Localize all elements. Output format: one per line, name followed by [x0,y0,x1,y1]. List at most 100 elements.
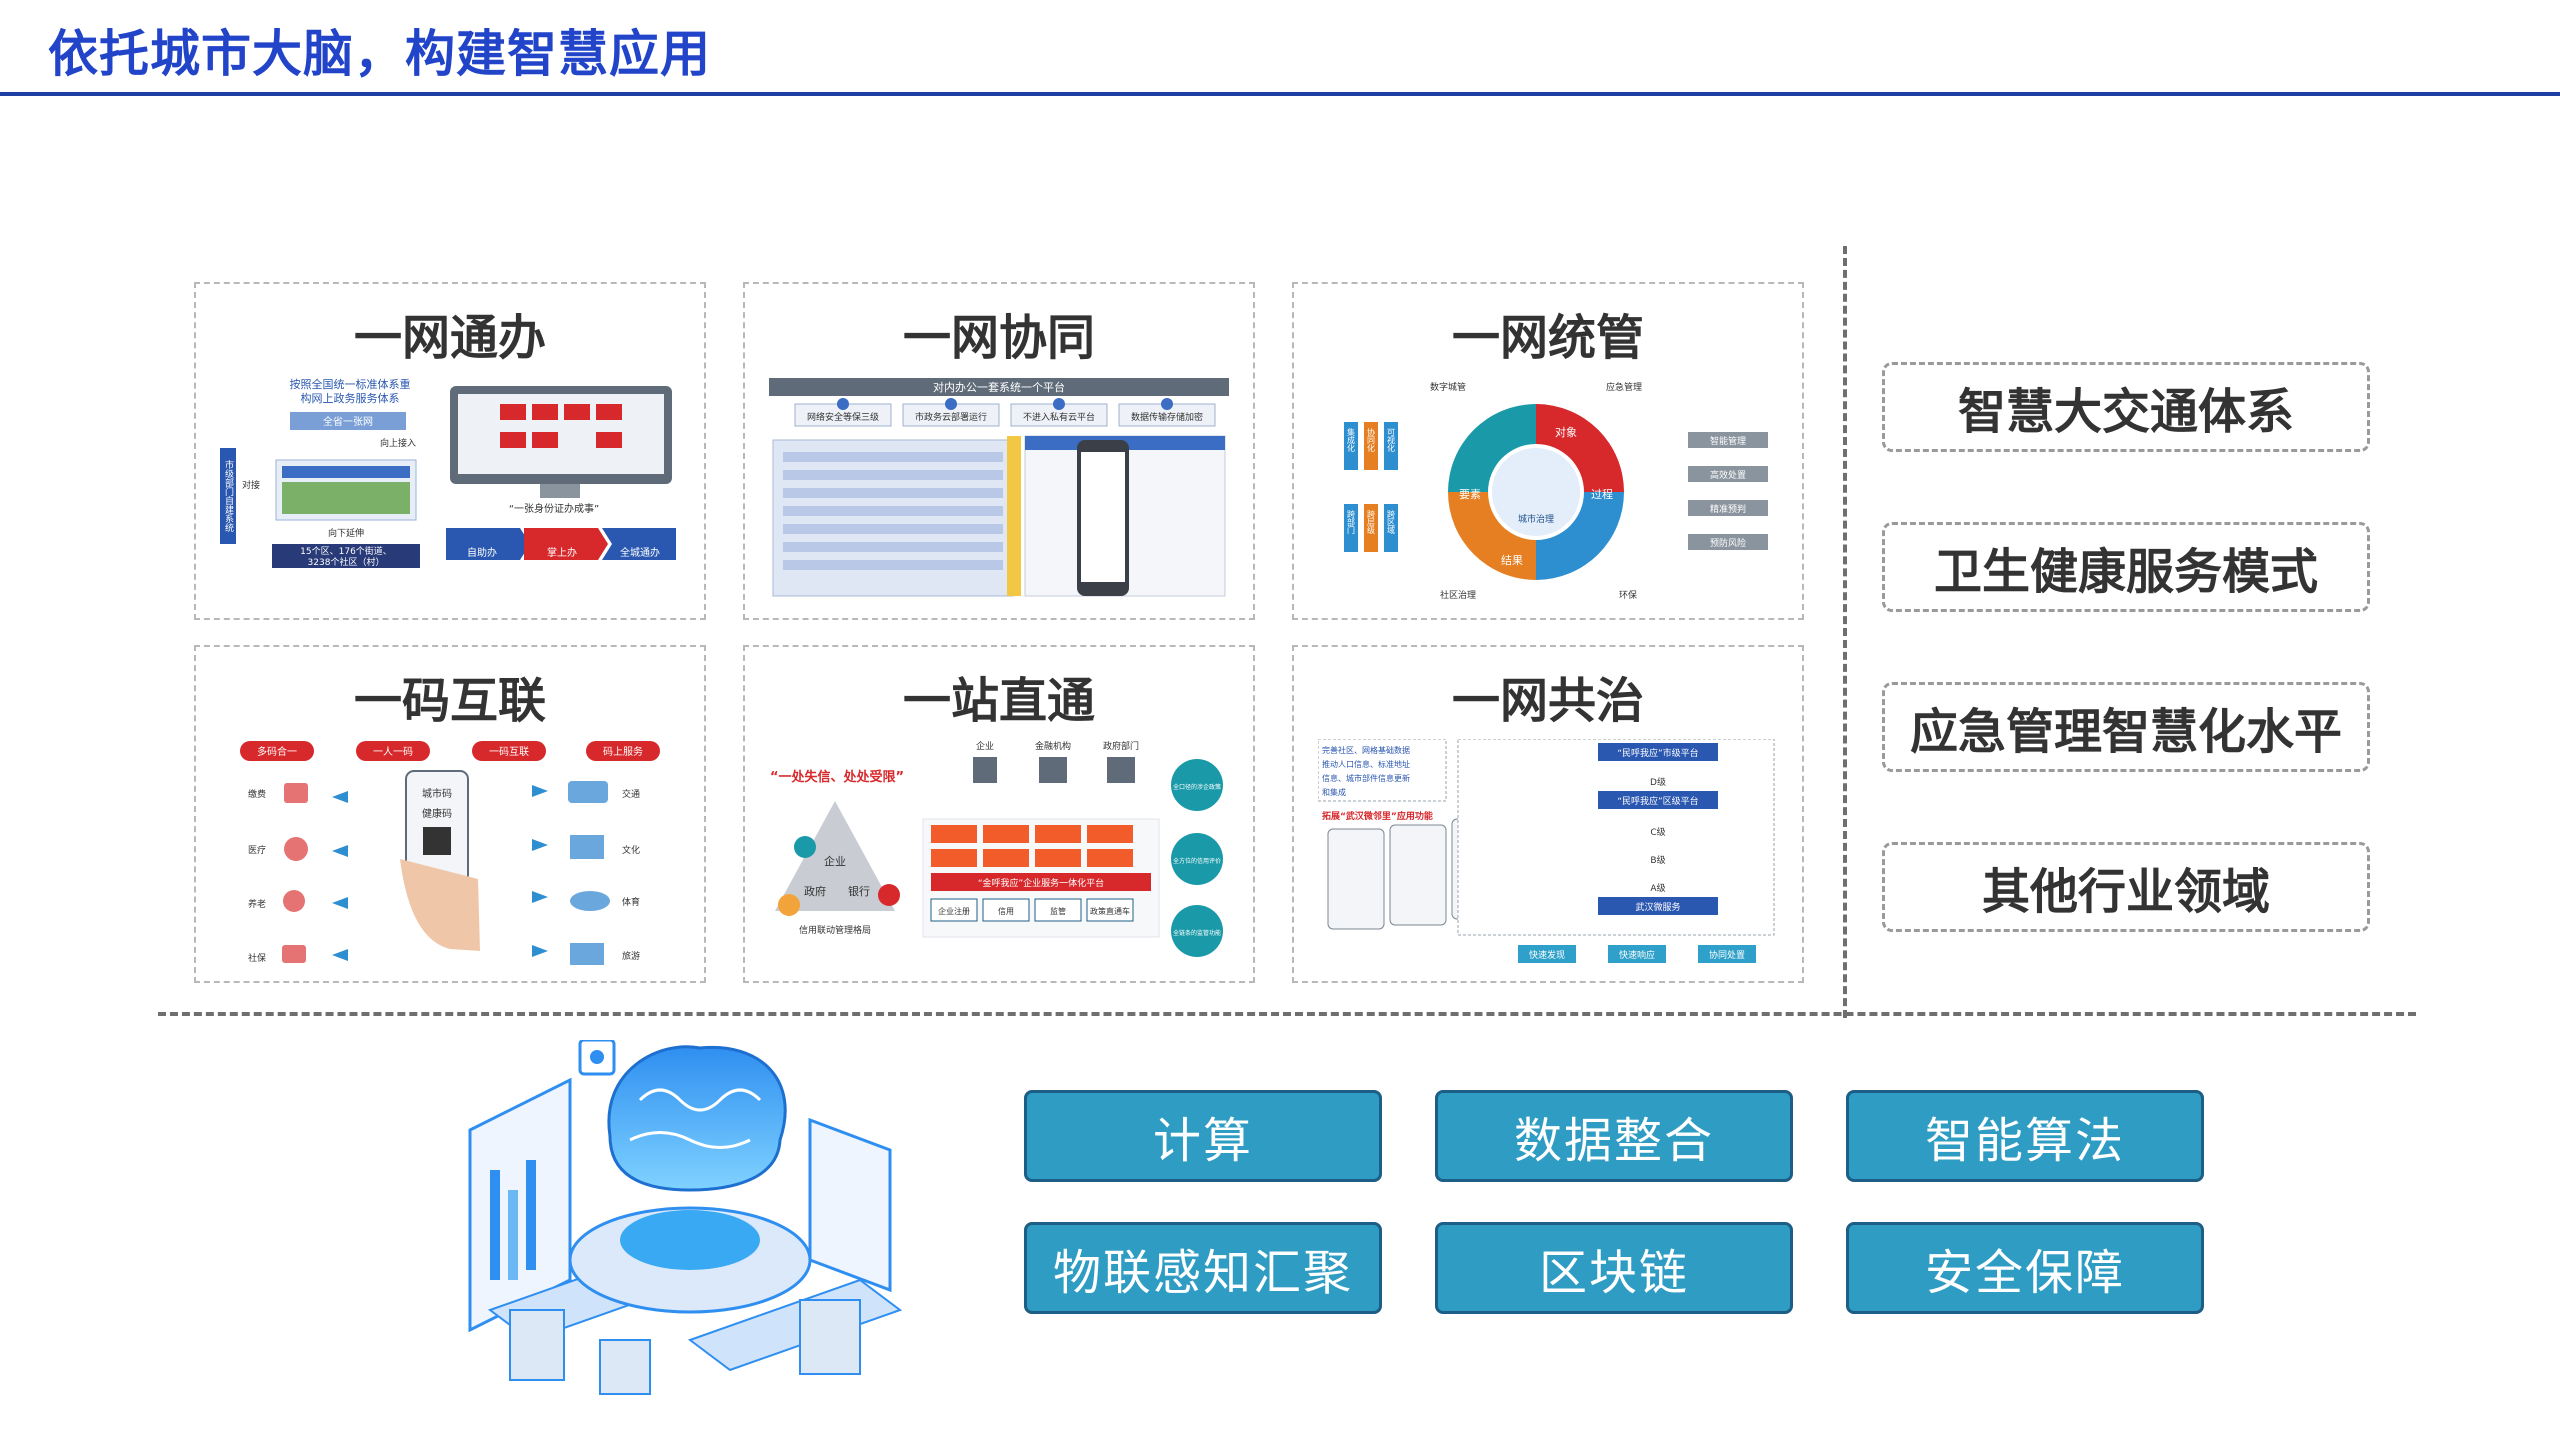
right-item-emergency: 应急管理智慧化水平 [1882,682,2370,772]
smart-management-label: 智能管理 [1710,435,1746,447]
panel-one-network-governance: 一网统管 数字城管 应急管理 社区治理 环保 集成化 协同化 可视化 跨部门 跨… [1292,282,1804,620]
panel-title: 一网统管 [1451,310,1644,366]
horizontal-divider [158,1012,2416,1016]
panel-one-network-collaboration: 一网协同 对内办公一套系统一个平台 网络安全等保三级 市政务云部署运行 不进入私… [743,282,1255,620]
precise-forecast-label: 精准预判 [1710,503,1746,515]
panel-title: 一站直通 [902,673,1095,729]
triangle-bank: 银行 [848,884,870,898]
tech-button-computing[interactable]: 计算 [1024,1090,1382,1182]
no-private-cloud-label: 不进入私有云平台 [1023,411,1095,423]
cross-department-label: 跨部门 [1347,510,1356,535]
one-network-collaboration-illustration: 对内办公一套系统一个平台 网络安全等保三级 市政务云部署运行 不进入私有云平台 … [769,378,1229,597]
province-network-label: 全省一张网 [323,415,373,428]
object-segment-label: 对象 [1555,425,1577,439]
security-level-label: 网络安全等保三级 [807,411,879,423]
one-network-cogovernance-illustration: 完善社区、网格基础数据 推动人口信息、标准地址 信息、城市部件信息更新 和集成 … [1318,739,1775,963]
level-c: C级 [1650,826,1665,838]
data-note-4: 和集成 [1322,787,1346,797]
tourism-label: 旅游 [622,950,640,962]
district-count-label: 15个区、176个街道、 [300,545,392,557]
one-code-interconnect-header: 一码互联 [489,746,529,758]
dock-label: 对接 [242,479,260,491]
city-management-label: 数字城管 [1430,381,1466,393]
supervision-circle: 全链条的监管功能 [1173,929,1221,937]
data-note-2: 推动人口信息、标准地址 [1322,759,1410,769]
process-segment-label: 过程 [1591,488,1613,501]
triangle-enterprise: 企业 [824,854,846,868]
policy-express: 政策直通车 [1090,906,1130,916]
one-network-governance-illustration: 数字城管 应急管理 社区治理 环保 集成化 协同化 可视化 跨部门 跨层级 跨区… [1344,381,1768,601]
encryption-label: 数据传输存储加密 [1131,411,1203,423]
city-platform-label: “民呼我应”市级平台 [1617,747,1698,759]
community-count-label: 3238个社区（村） [308,556,385,568]
one-person-one-code-header: 一人一码 [373,746,413,758]
level-a: A级 [1650,882,1665,894]
vertical-divider [1843,246,1847,1018]
coordinated-disposal: 协同处置 [1709,949,1745,961]
right-item-other: 其他行业领域 [1882,842,2370,932]
panel-one-network-service: 一网通办 按照全国统一标准体系重 构网上政务服务体系 全省一张网 向上接入 市级… [194,282,706,620]
tech-button-iot-sensing[interactable]: 物联感知汇聚 [1024,1222,1382,1314]
data-note-3: 信息、城市部件信息更新 [1322,773,1410,783]
panel-title: 一网通办 [353,310,546,366]
cross-region-label: 跨区域 [1387,510,1396,534]
supervision-module: 监管 [1050,906,1066,916]
city-code-label: 城市码 [422,787,452,800]
credit-slogan: “一处失信、处处受限” [770,769,904,785]
id-card-slogan: “一张身份证办成事” [509,502,599,515]
panel-one-stop-direct: 一站直通 “一处失信、处处受限” 企业 政府 银行 信用联动管理格局 企业 金融… [743,645,1255,983]
emergency-label: 应急管理 [1606,381,1642,393]
efficient-handling-label: 高效处置 [1710,469,1746,481]
cloud-deploy-label: 市政务云部署运行 [915,411,987,423]
credit-module: 信用 [998,906,1014,916]
tech-button-blockchain[interactable]: 区块链 [1435,1222,1793,1314]
sports-label: 体育 [622,896,640,908]
platform-banner: 对内办公一套系统一个平台 [933,380,1065,394]
top-government: 政府部门 [1103,740,1139,752]
page-title: 依托城市大脑，构建智慧应用 [48,25,711,83]
traffic-label: 交通 [622,788,640,800]
tech-button-data-integration[interactable]: 数据整合 [1435,1090,1793,1182]
tech-button-smart-algorithm[interactable]: 智能算法 [1846,1090,2204,1182]
city-brain-illustration [468,1040,903,1395]
top-enterprise: 企业 [976,740,994,752]
service-note-2: 构网上政务服务体系 [301,391,400,405]
service-note-1: 按照全国统一标准体系重 [290,377,411,391]
right-item-health: 卫生健康服务模式 [1882,522,2370,612]
level-b: B级 [1650,854,1665,866]
quick-discover: 快速发现 [1529,949,1565,961]
data-note-1: 完善社区、网格基础数据 [1322,745,1410,755]
self-service-step: 自助办 [467,546,497,559]
one-code-illustration: 多码合一 一人一码 一码互联 码上服务 缴费 医疗 养老 社保 城市码 健康码 … [240,741,660,965]
panel-title: 一网协同 [902,310,1095,366]
credit-circle: 全方位的信用评价 [1173,857,1221,865]
tech-button-security[interactable]: 安全保障 [1846,1222,2204,1314]
code-service-header: 码上服务 [603,745,643,758]
district-platform-label: “民呼我应”区级平台 [1617,795,1698,807]
mobile-service-step: 掌上办 [547,546,577,559]
side-system-label: 市级部门自建系统 [223,459,234,533]
element-segment-label: 要素 [1459,488,1481,501]
integration-label: 集成化 [1347,427,1356,453]
panel-one-network-cogovernance: 一网共治 完善社区、网格基础数据 推动人口信息、标准地址 信息、城市部件信息更新… [1292,645,1804,983]
multi-code-header: 多码合一 [257,745,297,758]
quick-response: 快速响应 [1619,949,1655,961]
enterprise-platform-banner: “金呼我应”企业服务一体化平台 [978,877,1104,889]
right-item-transport: 智慧大交通体系 [1882,362,2370,452]
one-network-service-illustration: 按照全国统一标准体系重 构网上政务服务体系 全省一张网 向上接入 市级部门自建系… [220,377,676,568]
social-security-label: 社保 [248,952,266,964]
community-label: 社区治理 [1440,589,1476,601]
up-connect-label: 向上接入 [380,437,416,449]
header-bar: 依托城市大脑，构建智慧应用 [0,0,2560,96]
down-extend-label: 向下延伸 [328,527,364,539]
citywide-service-step: 全城通办 [620,546,660,559]
environment-label: 环保 [1619,589,1637,601]
triangle-government: 政府 [804,884,826,898]
top-finance: 金融机构 [1035,740,1071,752]
level-d: D级 [1650,776,1666,788]
policy-circle: 全口径的涉企政策 [1173,783,1221,791]
enterprise-registration: 企业注册 [938,906,970,916]
visualization-label: 可视化 [1387,428,1396,453]
risk-prevention-label: 预防风险 [1710,537,1746,549]
culture-label: 文化 [622,844,640,856]
